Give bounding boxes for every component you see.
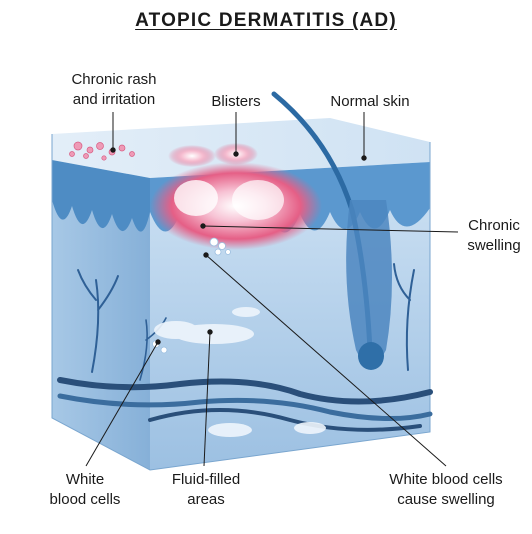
label-wbc-cause-swelling: White blood cells cause swelling bbox=[370, 470, 522, 510]
label-chronic-rash: Chronic rash and irritation bbox=[48, 70, 180, 110]
label-white-blood-cells: White blood cells bbox=[30, 470, 140, 510]
label-chronic-swelling: Chronic swelling bbox=[458, 216, 530, 256]
blister bbox=[168, 145, 216, 167]
label-normal-skin: Normal skin bbox=[310, 92, 430, 112]
label-blisters: Blisters bbox=[190, 92, 282, 112]
swelling-bubble bbox=[174, 180, 218, 216]
label-fluid-filled-areas: Fluid-filled areas bbox=[152, 470, 260, 510]
dermis-side-face bbox=[52, 200, 150, 470]
swelling-bubble bbox=[232, 180, 284, 220]
hair-bulb bbox=[358, 342, 384, 370]
